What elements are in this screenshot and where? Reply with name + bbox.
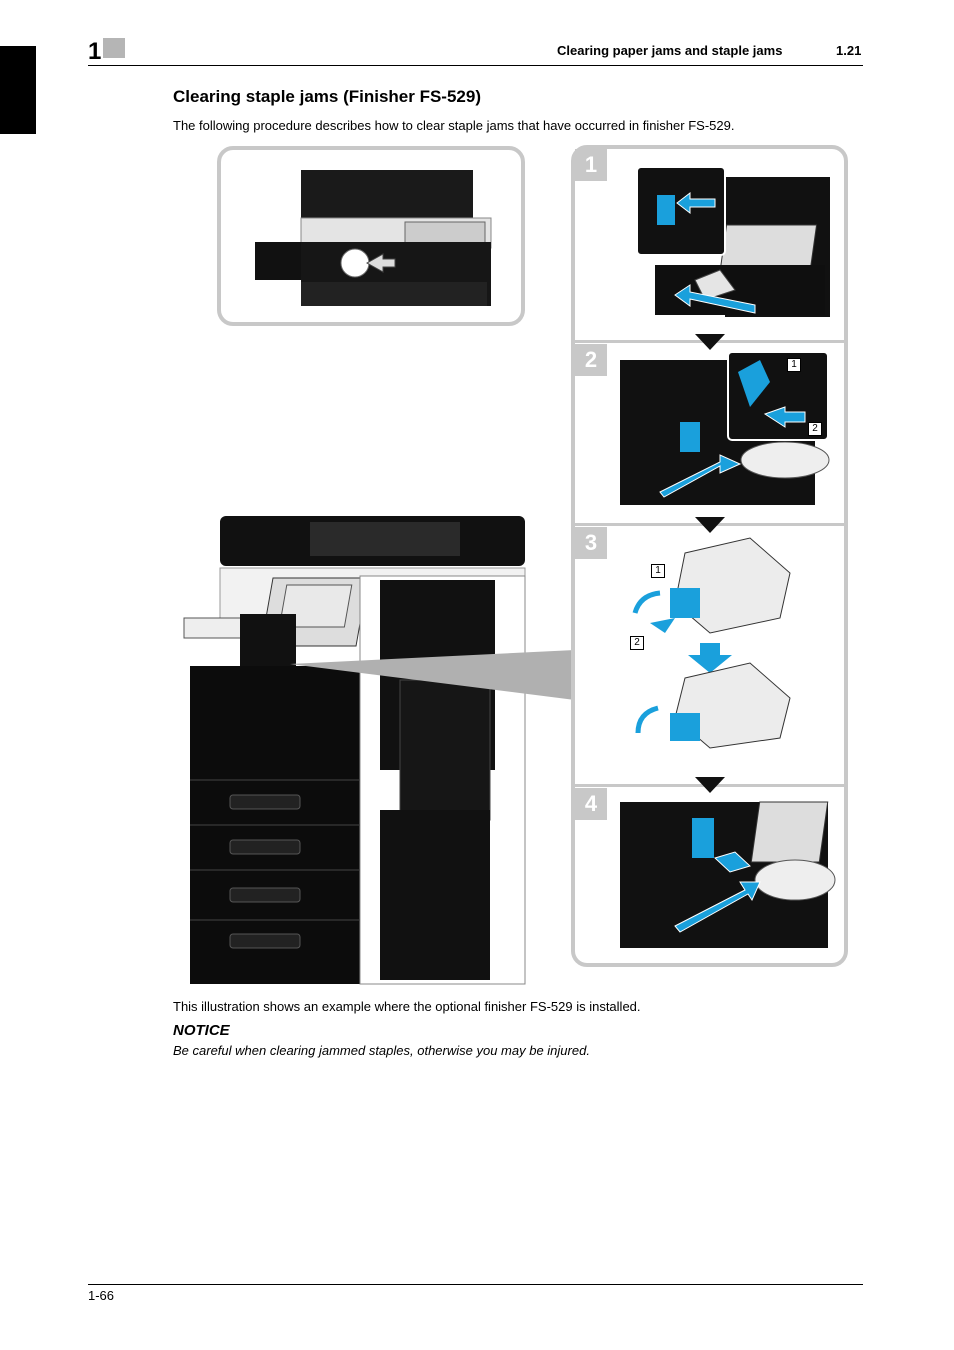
illustration-caption: This illustration shows an example where… xyxy=(173,999,641,1014)
callout-connector xyxy=(290,650,575,700)
step-number-3: 3 xyxy=(575,527,607,559)
step-number-4: 4 xyxy=(575,788,607,820)
callout-marker-1: 1 xyxy=(787,358,801,372)
step-3-illustration xyxy=(632,537,791,749)
step-1-illustration xyxy=(636,166,830,317)
header-rule xyxy=(88,65,863,66)
chapter-tab xyxy=(0,46,36,134)
chapter-number-box xyxy=(103,38,125,58)
finisher-detail-illustration xyxy=(255,170,492,306)
callout-marker-2: 2 xyxy=(808,422,822,436)
notice-title: NOTICE xyxy=(173,1022,230,1039)
step-4-illustration xyxy=(620,801,836,948)
step-number-1: 1 xyxy=(575,149,607,181)
step-arrow-down-icon xyxy=(695,517,725,533)
notice-text: Be careful when clearing jammed staples,… xyxy=(173,1043,590,1058)
header-title: Clearing paper jams and staple jams xyxy=(557,43,783,58)
step-2-illustration xyxy=(620,351,830,505)
step-arrow-down-icon xyxy=(695,777,725,793)
section-heading: Clearing staple jams (Finisher FS-529) xyxy=(173,87,481,106)
mfp-machine-illustration xyxy=(183,516,526,985)
step-number-2: 2 xyxy=(575,344,607,376)
footer-rule xyxy=(88,1284,863,1285)
callout-marker-2: 2 xyxy=(630,636,644,650)
step-arrow-down-icon xyxy=(695,334,725,350)
intro-paragraph: The following procedure describes how to… xyxy=(173,118,735,133)
header-section-number: 1.21 xyxy=(836,43,862,58)
page-number: 1-66 xyxy=(88,1288,115,1303)
chapter-number: 1 xyxy=(88,38,102,65)
callout-marker-1: 1 xyxy=(651,564,665,578)
